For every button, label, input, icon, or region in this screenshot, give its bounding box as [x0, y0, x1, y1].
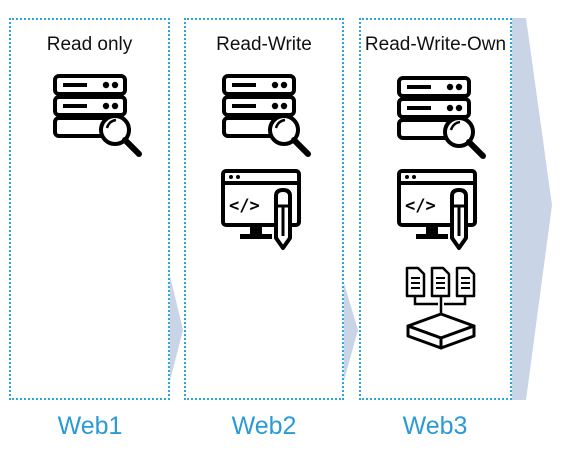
- label-web3: Web3: [402, 412, 468, 440]
- column-title-web2: Read-Write: [216, 34, 312, 55]
- svg-text:</>: </>: [229, 196, 260, 216]
- column-web2: Read-Write </>: [184, 18, 344, 400]
- code-editor-icon: </>: [397, 169, 477, 250]
- svg-text:</>: </>: [405, 196, 436, 216]
- column-web3: Read-Write-Own </>: [359, 18, 512, 400]
- server-search-icon: [397, 76, 486, 159]
- arrow-3: [512, 18, 552, 400]
- column-web1: Read only: [9, 18, 170, 400]
- code-editor-icon: </>: [221, 169, 301, 250]
- server-search-icon: [222, 74, 311, 157]
- label-web2: Web2: [231, 412, 297, 440]
- column-title-web3: Read-Write-Own: [364, 34, 507, 55]
- server-search-icon: [53, 74, 142, 157]
- label-web1: Web1: [57, 412, 123, 440]
- column-title-web1: Read only: [46, 34, 133, 55]
- arrow-2: [340, 270, 358, 395]
- documents-to-storage-icon: [405, 266, 476, 350]
